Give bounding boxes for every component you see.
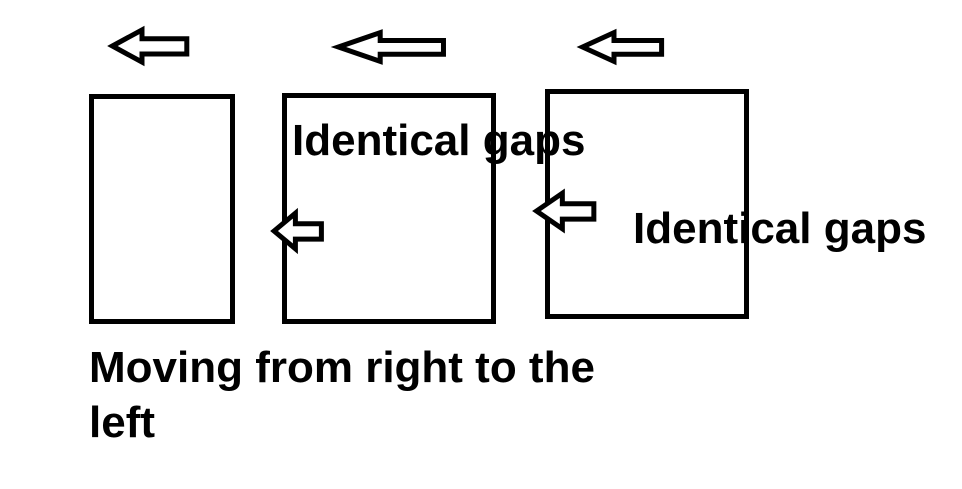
rectangle-middle [282,93,496,324]
rectangle-left [89,94,235,324]
caption: Moving from right to the left [89,340,595,450]
left-arrow-icon [110,27,190,65]
left-arrow-icon [335,30,448,64]
small-left-arrow-icon [534,190,597,232]
small-left-arrow-icon [272,210,324,252]
caption-line-1: Moving from right to the [89,343,595,392]
caption-line-2: left [89,398,155,447]
identical-gaps-label-right: Identical gaps [633,204,927,253]
left-arrow-icon [580,30,665,64]
identical-gaps-label-top: Identical gaps [292,116,586,165]
